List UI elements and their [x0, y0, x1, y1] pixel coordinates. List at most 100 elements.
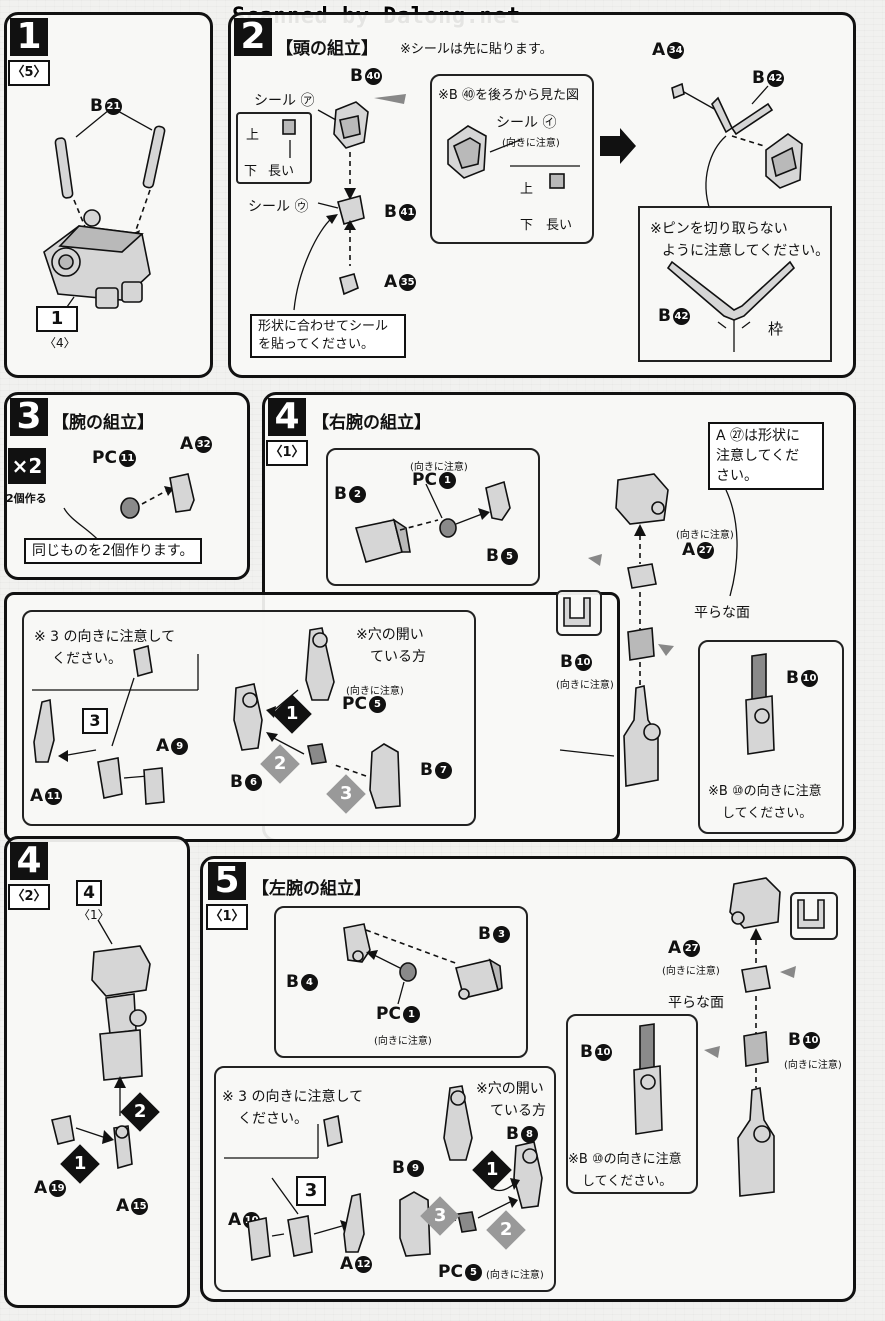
step4-title: 【右腕の組立】 — [312, 413, 431, 433]
step2-pin-note-line1: ※ピンを切り取らない — [650, 221, 788, 237]
step5-b10-detail — [633, 1023, 663, 1135]
step2-back-head-diagram — [447, 125, 580, 189]
step2-long-i: 長い — [546, 218, 573, 233]
step4-step3-note-line1: ※ 3 の向きに注意して — [34, 629, 176, 645]
step4b-substep: 〈2〉 — [8, 884, 50, 910]
step4-a27-note-line1: A ㉗は形状に — [716, 428, 801, 444]
step2-seal-i-dir: (向きに注意) — [502, 138, 560, 149]
step5-pc1-dir: (向きに注意) — [374, 1036, 432, 1047]
step4-upper-arm-diagram — [354, 480, 511, 563]
step2-antenna-diagram — [671, 82, 803, 211]
step5-hole-note-line1: ※穴の開い — [476, 1081, 544, 1097]
step4-step3-note-line2: ください。 — [52, 651, 122, 667]
step2-up-a: 上 — [246, 128, 260, 143]
step4-number: 4 — [268, 398, 306, 436]
step2-back-view-title: ※B ㊵を後ろから見た図 — [438, 88, 579, 103]
step4b-number: 4 — [10, 842, 48, 880]
step2-pin-note-line2: ように注意してください。 — [662, 243, 830, 259]
step2-seal-u: シール ㋒ — [248, 199, 309, 215]
step4-flat-face: 平らな面 — [694, 605, 750, 621]
step4-hand-diagram — [32, 627, 401, 809]
step2-head-diagram — [282, 94, 406, 311]
step5-box3: 3 — [296, 1176, 326, 1206]
step5-pc5-dir: (向きに注意) — [486, 1270, 544, 1281]
step4-b10-note-line1: ※B ⑩の向きに注意 — [708, 784, 822, 799]
step5-b10-note-line1: ※B ⑩の向きに注意 — [568, 1152, 682, 1167]
step4-a27-detail — [563, 597, 591, 627]
step4-b10-note-line2: してください。 — [722, 806, 813, 821]
step2-sticker-note: ※シールは先に貼ります。 — [400, 42, 553, 57]
step2-seal-a: シール ㋐ — [254, 93, 315, 109]
step2-shape-note-box: 形状に合わせてシール を貼ってください。 — [250, 314, 406, 358]
step4-hole-note-line1: ※穴の開い — [356, 627, 424, 643]
step2-next-arrow — [600, 128, 636, 164]
step5-hand-diagram — [224, 1085, 543, 1261]
step4b-arm-diagram — [51, 919, 151, 1170]
step5-b10-dir: (向きに注意) — [784, 1060, 842, 1071]
step2-number: 2 — [234, 18, 272, 56]
step2-seal-i: シール ㋑ — [496, 115, 557, 131]
step3-make2: 2個作る — [6, 492, 47, 505]
step4b-ref-sub: 〈1〉 — [78, 908, 110, 922]
step5-a27-dir: (向きに注意) — [662, 966, 720, 977]
step4-a27-note: A ㉗は形状に 注意してくだ さい。 — [708, 422, 824, 490]
step5-flat-face: 平らな面 — [668, 995, 724, 1011]
step1-ref-sub: 〈4〉 — [44, 336, 76, 350]
step5-b10-note-line2: してください。 — [582, 1174, 673, 1189]
step3-number: 3 — [10, 398, 48, 436]
step4-pc1-dir: (向きに注意) — [410, 462, 468, 473]
step5-forearm-diagram — [704, 877, 796, 1197]
step4b-ref-box: 4 — [76, 880, 102, 906]
step2-up-i: 上 — [520, 182, 534, 197]
step4-a27-note-line2: 注意してくだ — [716, 448, 800, 464]
step3-title: 【腕の組立】 — [52, 413, 154, 433]
step3-arm-diagram — [63, 473, 195, 543]
step4-a27-dir: (向きに注意) — [676, 530, 734, 541]
step4-box3: 3 — [82, 708, 108, 734]
step2-seal-a-orientation — [236, 112, 312, 184]
step4-hole-note-line2: ている方 — [370, 649, 426, 665]
step2-down-i: 下 — [520, 218, 534, 233]
step4-substep: 〈1〉 — [266, 440, 308, 466]
step5-number: 5 — [208, 862, 246, 900]
step4-b10-note-box — [698, 640, 844, 834]
step5-substep: 〈1〉 — [206, 904, 248, 930]
step2-shape-note-line2: を貼ってください。 — [258, 337, 374, 352]
step2-long-a: 長い — [268, 164, 295, 179]
step5-hole-note-line2: ている方 — [490, 1103, 546, 1119]
step2-down-a: 下 — [244, 164, 258, 179]
step4b-panel — [4, 836, 190, 1308]
step2-pin-note-box — [638, 206, 832, 362]
step4-a27-note-line3: さい。 — [716, 468, 758, 484]
step2-frame-label: 枠 — [768, 320, 784, 338]
step5-step3-note-line1: ※ 3 の向きに注意して — [222, 1089, 364, 1105]
